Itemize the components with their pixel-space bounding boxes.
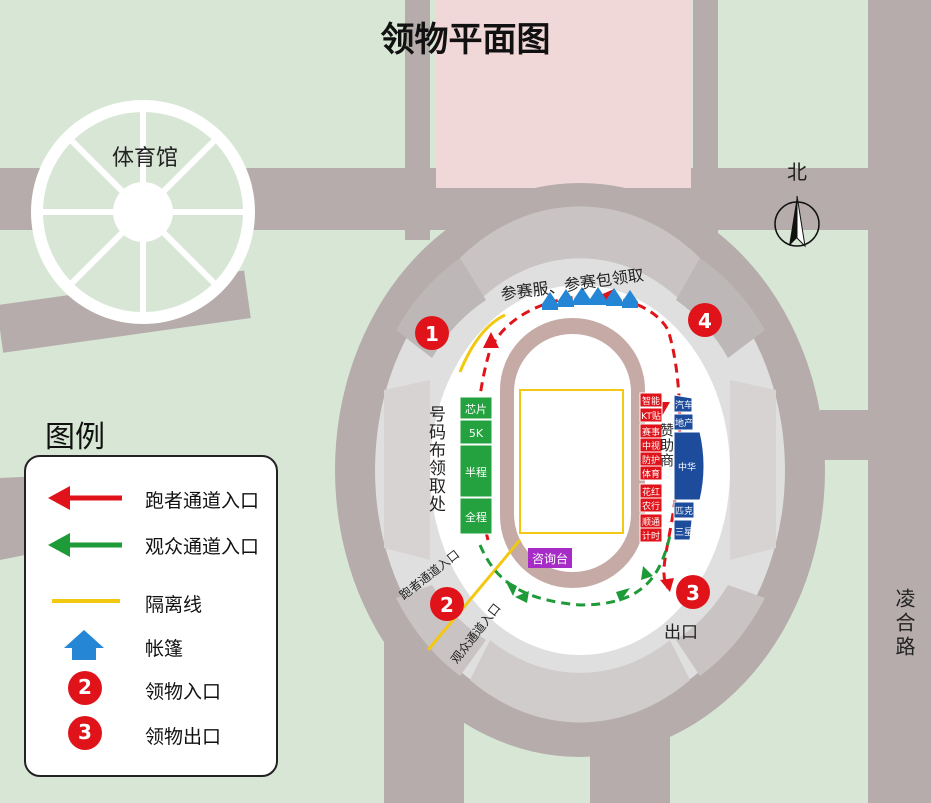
bib-pickup-label: 号码布领取处 [425, 405, 445, 513]
marker-1: 1 [415, 316, 449, 350]
bib-booth-label: 5K [469, 427, 484, 440]
road-label: 凌合路 [892, 588, 916, 660]
red-booth-label: 赛事 [642, 426, 660, 438]
red-booth-label: 花红 [642, 486, 660, 498]
bib-booth-label: 半程 [465, 465, 487, 479]
blue-booth-label: 匹克 [675, 506, 693, 517]
tents [542, 287, 638, 310]
football-field [519, 389, 624, 534]
blue-booth-label: 汽车 [675, 399, 693, 411]
legend-item-barrier: 隔离线 [145, 594, 203, 616]
legend-item-exit: 领物出口 [145, 726, 222, 748]
red-sponsor-booths [639, 392, 663, 543]
barrier-lines [426, 313, 522, 651]
red-booth-label: 计时 [642, 530, 660, 542]
marker-2: 2 [430, 587, 464, 621]
north-compass-icon [774, 195, 820, 248]
bib-booths [459, 396, 493, 535]
red-booth-label: 智能 [642, 395, 660, 407]
svg-text:4: 4 [698, 309, 712, 333]
spectator-route [478, 534, 672, 607]
svg-text:1: 1 [425, 322, 439, 346]
blue-booth-label: 地产 [675, 417, 693, 429]
spectator-route-arrows [505, 566, 653, 603]
marker-3: 3 [676, 575, 710, 609]
stands [384, 206, 776, 723]
red-booth-label: 体育 [642, 468, 660, 480]
legend-item-runner: 跑者通道入口 [145, 490, 260, 512]
red-booth-label: 农行 [642, 500, 660, 512]
north-plaza [436, 0, 691, 188]
marker-4: 4 [688, 303, 722, 337]
marker-3-num: 3 [78, 720, 92, 744]
runner-route [475, 294, 682, 589]
blue-booth-label: 三星 [675, 527, 693, 538]
legend-item-spectator: 观众通道入口 [145, 536, 260, 558]
legend-title: 图例 [45, 420, 105, 455]
gymnasium-label: 体育馆 [112, 146, 179, 171]
north-label: 北 [787, 160, 807, 184]
blue-booth-label: 中华 [678, 461, 696, 473]
red-booth-label: 中视 [642, 440, 660, 452]
red-booth-label: KT贴 [641, 410, 661, 422]
gymnasium [31, 100, 255, 324]
info-desk [528, 548, 572, 568]
legend-item-entrance: 领物入口 [145, 681, 222, 703]
bib-booth-label: 芯片 [465, 402, 487, 416]
blue-sponsor-booths [673, 394, 705, 541]
info-desk-label: 咨询台 [532, 551, 568, 566]
sponsor-label: 赞助商 [658, 423, 674, 468]
exit-label: 出口 [664, 623, 698, 643]
legend-item-tent: 帐篷 [145, 638, 184, 660]
bib-booth-label: 全程 [465, 510, 487, 524]
red-booth-label: 防护 [642, 454, 660, 466]
svg-text:3: 3 [686, 581, 700, 605]
marker-2-num: 2 [78, 675, 92, 699]
page-title: 领物平面图 [380, 20, 551, 60]
red-booth-label: 顺通 [642, 517, 660, 528]
svg-text:2: 2 [440, 593, 454, 617]
